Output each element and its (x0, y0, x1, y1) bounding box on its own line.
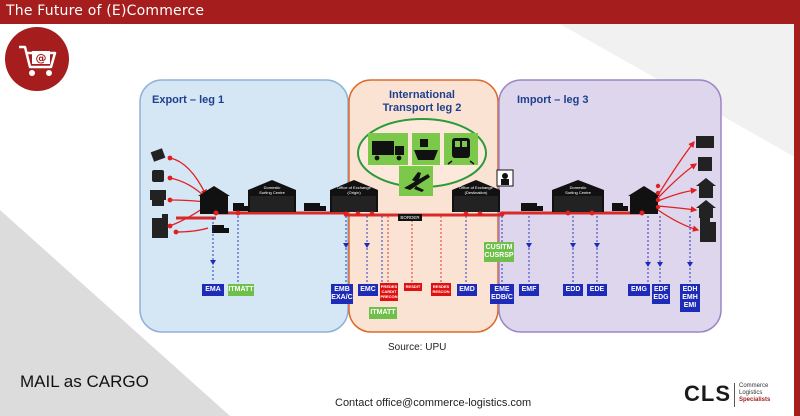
domestic-sorting-centre-origin (248, 180, 296, 212)
svg-text:Office of Exchange: Office of Exchange (459, 185, 494, 190)
shopping-cart-email-icon: @ (19, 45, 57, 76)
transport-leg-title-line1: International (388, 89, 455, 101)
code-emc: EMC (358, 284, 378, 296)
cls-tagline-3: Specialists (739, 397, 771, 403)
code-cusitm: CUSITM CUSRSP (484, 242, 514, 262)
event-markers (213, 210, 645, 217)
code-emd: EMD (457, 284, 477, 296)
slide-title: The Future of (E)Commerce (6, 3, 205, 19)
svg-text:Sorting Centre: Sorting Centre (565, 190, 592, 195)
transport-leg-title-line2: Transport leg 2 (382, 102, 462, 114)
plane-icon (404, 172, 430, 192)
code-emg: EMG (628, 284, 650, 296)
svg-text:Sorting Centre: Sorting Centre (259, 190, 286, 195)
sender-icons (150, 148, 168, 238)
slide-subtitle: MAIL as CARGO (20, 372, 149, 391)
code-cusitm-line2: CUSRSP (484, 252, 514, 259)
svg-text:(Origin): (Origin) (347, 190, 361, 195)
code-edh: EDH EMH EMI (680, 284, 700, 312)
transfer-truck-icon (233, 203, 249, 211)
code-resdes: RESDES RESCON (431, 283, 451, 296)
transfer-truck-icon (304, 203, 326, 211)
code-predes: PREDES CARDIT PRECON (380, 283, 398, 301)
cls-tagline-2: Logistics (739, 390, 763, 396)
ship-icon (414, 139, 438, 160)
collection-truck-icon (212, 225, 229, 233)
cls-tagline-1: Commerce (739, 383, 769, 389)
delivery-office-icon (628, 186, 660, 214)
code-ede: EDE (587, 284, 607, 296)
code-edh-line3: EMI (683, 302, 697, 309)
border-label: BORDER (398, 214, 422, 221)
code-eme-line1: EME (494, 286, 510, 293)
svg-text:(Destination): (Destination) (465, 190, 488, 195)
transfer-truck-icon (521, 203, 543, 211)
cls-logo-divider (734, 383, 735, 407)
code-edf-line1: EDF (654, 286, 668, 293)
source-caption: Source: UPU (388, 342, 447, 353)
svg-text:Office of Exchange: Office of Exchange (337, 185, 372, 190)
post-office-icon (198, 186, 230, 214)
svg-text:Domestic: Domestic (570, 185, 587, 190)
office-of-exchange-origin (330, 180, 378, 212)
export-leg-title: Export – leg 1 (152, 94, 225, 106)
svg-text:Domestic: Domestic (264, 185, 281, 190)
code-emf: EMF (519, 284, 539, 296)
truck-icon (372, 141, 404, 161)
code-edf-line2: EDG (653, 294, 669, 301)
code-cusitm-line1: CUSITM (485, 244, 513, 251)
code-emb: EMB EXA/C (331, 284, 353, 304)
customs-officer-icon (496, 169, 514, 187)
cls-logo-tagline: Commerce Logistics Specialists (739, 383, 770, 404)
svg-text:@: @ (36, 52, 47, 65)
code-eme: EME EDB/C (490, 284, 514, 304)
title-bar: The Future of (E)Commerce (0, 0, 800, 24)
ship-mode-box (412, 133, 440, 165)
import-leg-title: Import – leg 3 (517, 94, 589, 106)
contact-line: Contact office@commerce-logistics.com (335, 397, 532, 409)
code-ema: EMA (202, 284, 224, 296)
code-edh-line1: EDH (682, 286, 698, 293)
code-itmatt-transport: ITMATT (369, 307, 397, 319)
cls-logo: CLS (684, 381, 731, 406)
ecommerce-logo: @ (5, 27, 69, 91)
domestic-sorting-centre-destination (552, 180, 604, 212)
code-itmatt-export: ITMATT (228, 284, 254, 296)
code-resdit: RESDIT (404, 283, 422, 291)
code-edd: EDD (563, 284, 583, 296)
code-emb-line1: EMB (334, 286, 350, 293)
train-icon (447, 138, 475, 165)
code-edh-line2: EMH (682, 294, 698, 301)
recipient-icons (696, 136, 716, 242)
delivery-truck-icon (612, 203, 628, 211)
code-edf: EDF EDG (652, 284, 670, 304)
code-eme-line2: EDB/C (491, 294, 513, 301)
office-of-exchange-destination (452, 180, 500, 212)
right-accent-bar (794, 24, 800, 416)
code-emb-line2: EXA/C (331, 294, 353, 301)
